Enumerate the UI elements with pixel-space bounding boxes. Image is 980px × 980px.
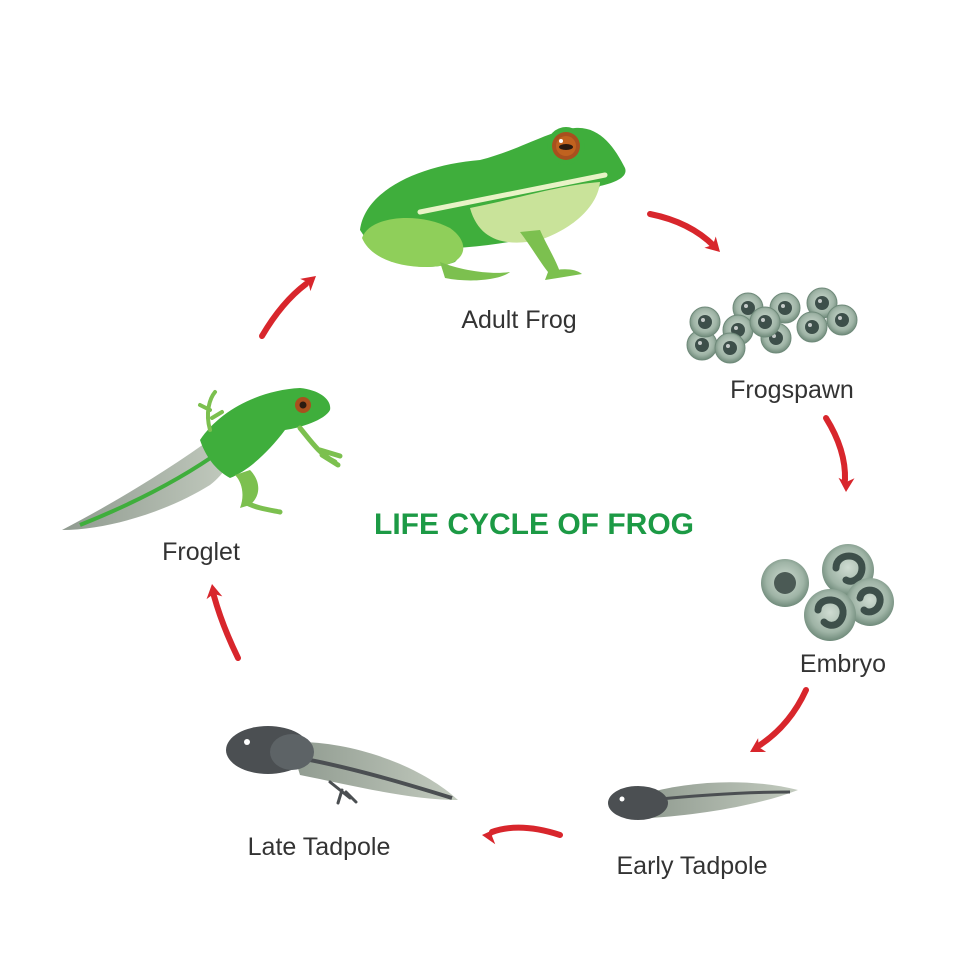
- frogspawn-egg: [806, 287, 838, 319]
- frogspawn-egg: [689, 306, 721, 338]
- stage-label-adult-frog: Adult Frog: [461, 306, 577, 334]
- froglet-illustration: [62, 388, 343, 530]
- frogspawn-egg: [826, 304, 858, 336]
- frogspawn-egg: [714, 332, 746, 364]
- arrow-early-tadpole-to-late-tadpole: [482, 824, 563, 845]
- adult-frog-illustration: [360, 127, 626, 281]
- early-tadpole-illustration: [608, 782, 798, 820]
- embryo-illustration: [761, 544, 894, 641]
- stage-label-froglet: Froglet: [162, 538, 240, 566]
- frogspawn-egg: [749, 306, 781, 338]
- frogspawn-egg: [796, 311, 828, 343]
- arrow-froglet-to-adult: [259, 276, 316, 339]
- frogspawn-illustration: [686, 287, 858, 364]
- stage-label-frogspawn: Frogspawn: [730, 376, 854, 404]
- frogspawn-egg: [686, 329, 718, 361]
- late-tadpole-illustration: [226, 726, 458, 805]
- arrow-late-tadpole-to-froglet: [206, 584, 241, 661]
- cycle-arrows: [206, 211, 855, 845]
- arrow-frogspawn-to-embryo: [823, 415, 855, 492]
- arrow-embryo-to-early-tadpole: [750, 687, 809, 752]
- stage-label-early-tadpole: Early Tadpole: [616, 852, 768, 880]
- arrow-adult-to-frogspawn: [647, 211, 720, 252]
- diagram-title: LIFE CYCLE OF FROG: [374, 508, 694, 541]
- stage-label-embryo: Embryo: [799, 650, 887, 678]
- stage-label-late-tadpole: Late Tadpole: [247, 833, 391, 861]
